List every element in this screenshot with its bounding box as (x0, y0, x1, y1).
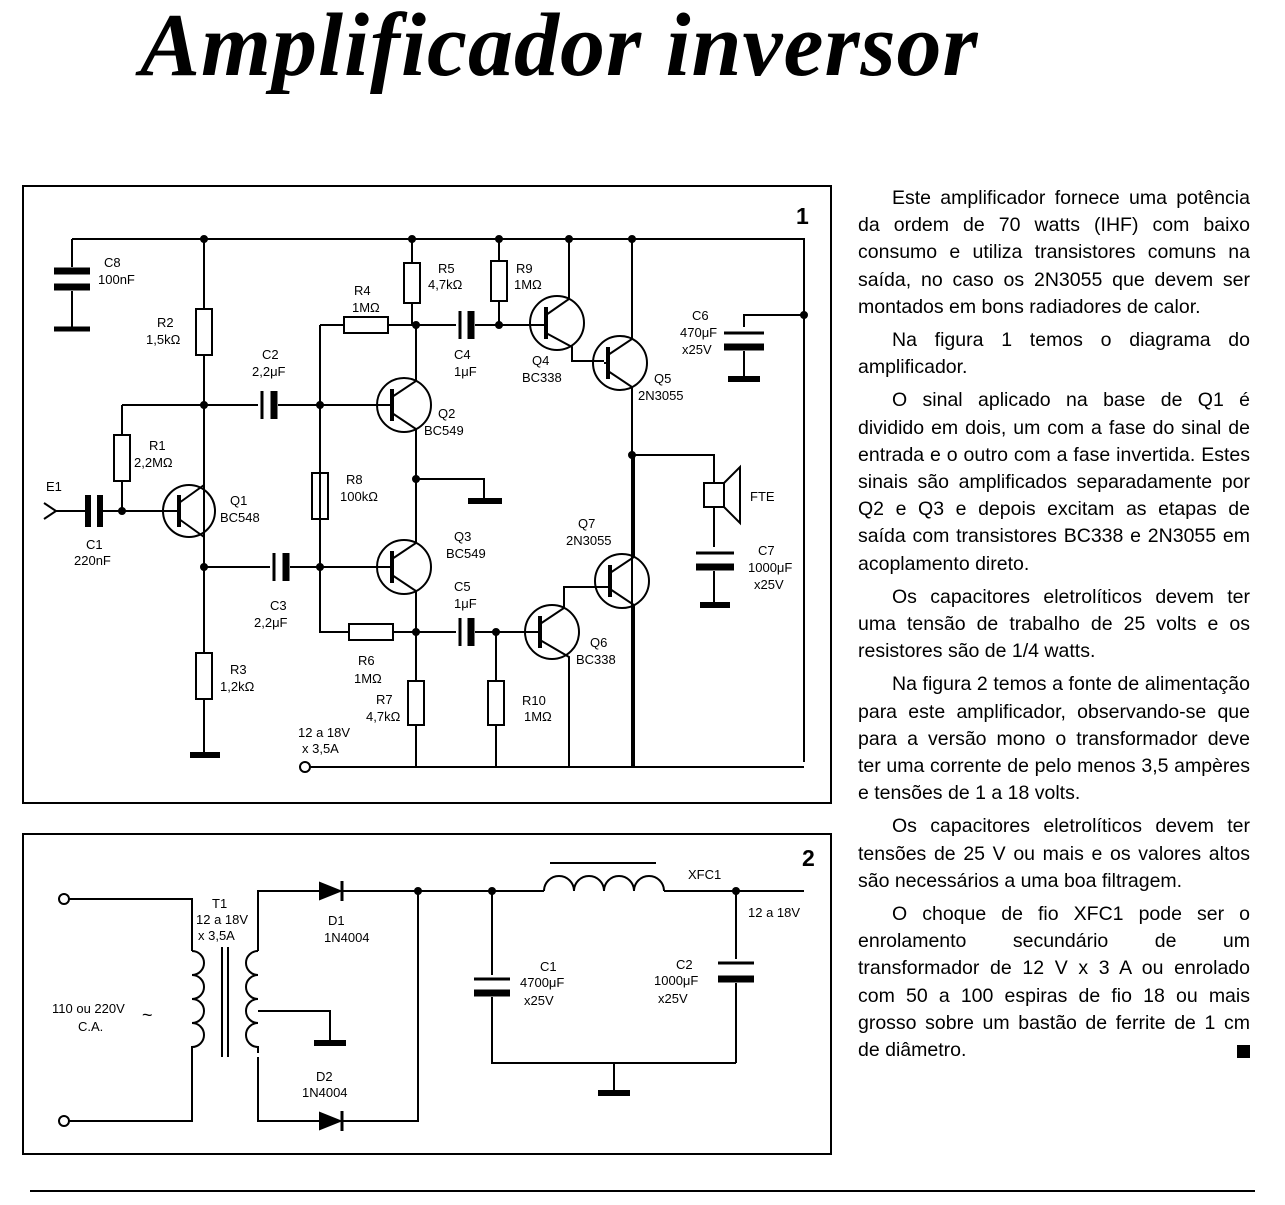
paragraph-6: Os capacitores eletrolíticos devem ter t… (858, 815, 1250, 892)
paragraph-3: O sinal aplicado na base de Q1 é dividid… (858, 389, 1250, 575)
c2-capacitor (204, 391, 374, 419)
bottom-rule (30, 1190, 1255, 1192)
c6-capacitor (724, 314, 804, 382)
c4-capacitor (416, 311, 542, 339)
fte-speaker (632, 454, 741, 547)
paragraph-5: Na figura 2 temos a fonte de alimentação… (858, 673, 1250, 805)
c8-capacitor (54, 239, 90, 332)
q7-transistor (594, 455, 650, 767)
r3-resistor (190, 567, 220, 758)
c3-capacitor (204, 553, 374, 581)
r5-resistor (403, 239, 421, 326)
q3-transistor (374, 479, 432, 632)
c5-capacitor (416, 618, 524, 646)
q4-transistor (529, 239, 604, 362)
r1-resistor (113, 404, 204, 511)
end-mark (1237, 1045, 1250, 1059)
supply-terminal (299, 761, 311, 773)
page-title: Amplificador inversor (140, 0, 979, 95)
paragraph-7-wrap: O choque de fio XFC1 pode ser o enrolame… (858, 901, 1250, 1064)
e1-input-c1-capacitor (43, 495, 164, 527)
power-supply-schematic-drawing (58, 862, 804, 1131)
d1-diode (319, 881, 418, 901)
figure-1-amplifier-schematic: 1 (22, 185, 832, 804)
r9-resistor (490, 239, 508, 325)
paragraph-4: Os capacitores eletrolíticos devem ter u… (858, 585, 1250, 663)
c1-capacitor (474, 891, 736, 1064)
figure-1-number: 1 (796, 203, 809, 229)
r6-resistor (348, 623, 416, 641)
c2-capacitor (718, 891, 754, 1063)
article-text: Este amplificador fornece uma potência d… (858, 185, 1250, 1070)
t1-secondary-coil (245, 950, 259, 1053)
r7-resistor (407, 632, 425, 767)
t1-primary-coil (191, 950, 205, 1053)
figure-2-number: 2 (802, 845, 815, 871)
c7-capacitor (696, 551, 734, 608)
xfc1-inductor (543, 875, 665, 892)
figure-2-power-supply-schematic: 2 (22, 833, 832, 1155)
paragraph-7: O choque de fio XFC1 pode ser o enrolame… (858, 903, 1250, 1062)
r10-resistor (487, 632, 505, 767)
r4-resistor (320, 316, 416, 334)
paragraph-1: Este amplificador fornece uma potência d… (858, 187, 1250, 318)
q1-transistor (162, 405, 216, 567)
paragraph-2: Na figura 1 temos o diagrama do amplific… (858, 329, 1250, 379)
d2-diode (319, 891, 419, 1131)
q2-transistor (374, 325, 432, 479)
r8-resistor (311, 472, 329, 520)
t1-core (221, 947, 229, 1057)
top-supply-rail (72, 238, 805, 762)
amplifier-schematic-drawing (43, 235, 808, 773)
q6-transistor (524, 586, 604, 767)
q5-transistor (592, 239, 648, 767)
